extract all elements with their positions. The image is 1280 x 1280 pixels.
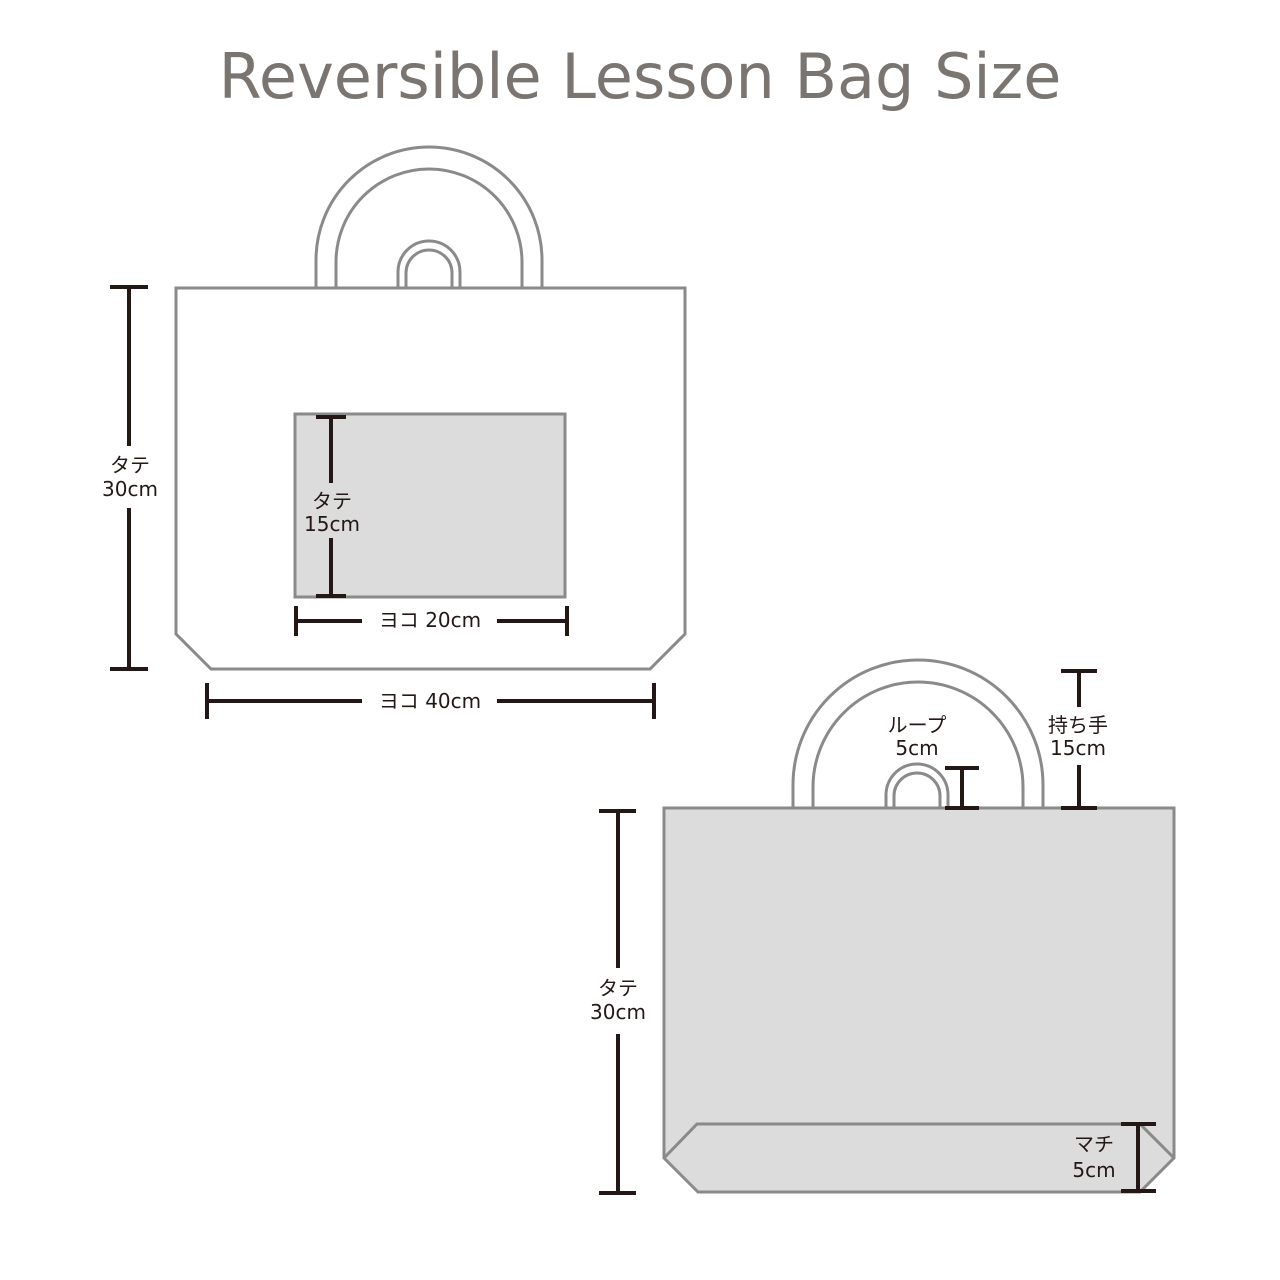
- pocket-width-dimension: [294, 606, 569, 636]
- front-width-dimension: [205, 683, 656, 719]
- pocket-height-label-2: 15cm: [304, 512, 360, 536]
- handle-label-2: 15cm: [1050, 736, 1106, 760]
- loop-label-1: ループ: [888, 713, 947, 737]
- pocket-height-label-1: タテ: [312, 489, 352, 513]
- side-loop: [884, 762, 950, 808]
- side-handle: [791, 658, 1045, 808]
- pocket-height-dimension: [316, 415, 346, 598]
- side-bag: [662, 658, 1176, 1194]
- front-width-label: ヨコ 40cm: [379, 689, 481, 713]
- front-loop: [396, 239, 462, 288]
- gusset-label-2: 5cm: [1072, 1158, 1115, 1182]
- front-handle: [314, 145, 544, 288]
- pocket-width-label: ヨコ 20cm: [379, 608, 481, 632]
- gusset-dimension: [1121, 1122, 1156, 1193]
- front-height-label-1: タテ: [110, 453, 150, 477]
- loop-label-2: 5cm: [895, 736, 938, 760]
- side-gusset-line: [662, 1122, 1176, 1160]
- front-loop-inner: [404, 248, 454, 288]
- side-loop-inner: [892, 771, 942, 808]
- front-height-label-2: 30cm: [102, 477, 158, 501]
- side-height-dimension: [599, 809, 636, 1195]
- side-handle-inner: [811, 680, 1025, 808]
- front-pocket: [293, 412, 567, 599]
- side-height-label-1: タテ: [598, 976, 638, 1000]
- page-title: Reversible Lesson Bag Size: [219, 40, 1062, 113]
- side-height-label-2: 30cm: [590, 1000, 646, 1024]
- front-height-dimension: [110, 285, 148, 671]
- loop-dimension: [945, 766, 979, 810]
- gusset-label-1: マチ: [1074, 1132, 1114, 1156]
- handle-label-1: 持ち手: [1048, 713, 1108, 737]
- front-bag: [174, 145, 687, 671]
- front-handle-inner: [334, 167, 524, 288]
- handle-dimension: [1061, 669, 1097, 810]
